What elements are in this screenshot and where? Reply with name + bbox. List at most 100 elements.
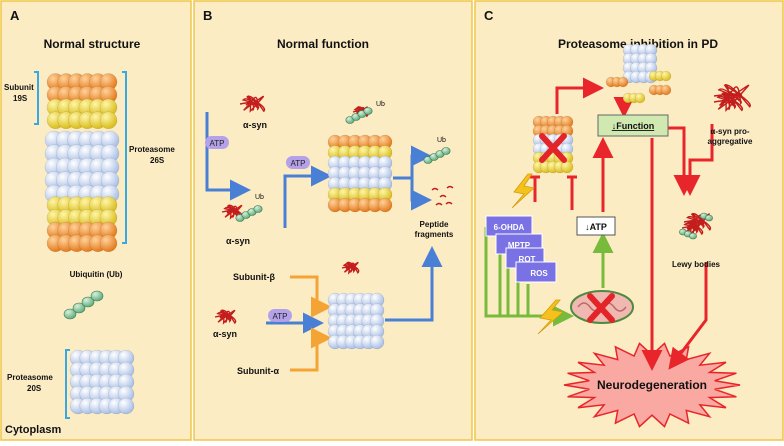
ubiquitin-label: Ubiquitin (Ub) [70,270,123,279]
proteasome-26s-label-2: 26S [150,156,165,165]
proteasome-ring [46,73,118,91]
orange-arrow-beta [290,275,332,318]
proteasome-ring [327,155,393,171]
atp-decrease-label: ↓ATP [585,222,607,232]
ub-top-label: Ub [376,101,385,108]
broken-ring [605,76,629,88]
peptide-fragments-icon [431,185,454,206]
proteasome-ring [69,373,135,391]
ubiquitin-bead-chain [700,212,713,222]
panel-b-title: Normal function [277,37,369,51]
asyn-aggregate-2 [713,92,744,112]
panel-b-letter: B [203,8,212,23]
red-arrow-function-to-lewy [662,126,695,196]
asyn-aggregate-1 [713,83,751,109]
lightning-bolt-icon [511,173,535,209]
proteasome-ring [69,397,135,415]
proteasome-ring [46,221,118,240]
proteasome-ring [327,134,393,150]
ubiquitin-chains-b [235,107,451,222]
proteasome-20s-label-2: 20S [27,384,42,393]
cytoplasm-label: Cytoplasm [5,424,61,436]
panel-a-letter: A [10,8,20,23]
function-box [597,114,669,137]
proteasome-26s-model [44,73,120,252]
ubiquitin-bead-chain [679,228,697,240]
proteasome-ring [44,171,120,190]
ubiquitin-bead-chain [423,147,451,164]
ubiquitin-bead-chain [63,290,104,320]
proteasome-ring [327,313,385,329]
proteasome-ring [46,86,118,104]
atp-pill-center [286,156,310,169]
ub-mid-label: Ub [255,194,264,201]
proteasome-26s-center [327,134,393,213]
red-arrow-asyn-to-lewy [679,124,714,196]
function-box-label: ↓Function [612,121,655,131]
inhibit-tee-left [530,175,540,202]
proteasome-ring [622,43,658,57]
ubiquitin-chain [63,290,104,320]
proteasome-ring [327,324,385,339]
neurodegeneration-label: Neurodegeneration [597,378,707,392]
ub-right-label: Ub [437,137,446,144]
panel-c-title: Proteasome inhibition in PD [558,37,718,51]
atp-decrease-box [576,216,616,236]
x-mark-mitochondrion [587,293,615,323]
proteasome-ring [46,111,118,129]
lightning-bolt-icon-2 [537,299,564,335]
red-arrow-to-broken [555,77,604,114]
x-mark-proteasome [539,133,567,163]
toxin-ros-label: ROS [530,269,548,278]
atp-pill-bottom-label: ATP [273,312,288,321]
proteasome-ring [532,160,574,174]
atp-pill-left-label: ATP [210,139,225,148]
proteasome-ring [327,197,393,213]
toxin-stack: 6-OHDA MPTP ROT ROS [485,215,557,283]
blue-arrow-peptide [410,178,432,211]
subunit-19s-label-2: 19S [13,94,28,103]
atp-pill-left [205,136,229,149]
proteasome-ring [327,303,385,318]
proteasome-26s-label-1: Proteasome [129,145,175,154]
fragmented-proteasome [605,43,672,104]
lewy-tangle-2 [681,220,704,236]
proteasome-20s-label-1: Proteasome [7,373,53,382]
proteasome-ring [327,187,393,202]
broken-ring [622,92,646,104]
proteasome-ring [46,98,118,117]
atp-pill-center-label: ATP [291,159,306,168]
proteasome-ring [327,334,385,350]
panel-c-letter: C [484,8,494,23]
proteasome-ring [327,176,393,192]
asyn-bottom-label: α-syn [213,329,237,339]
subunit-beta-label: Subunit-β [233,272,275,282]
toxin-rot-label: ROT [519,255,536,264]
proteasome-ring [622,52,658,66]
asyn-pro-label-2: aggregative [708,137,753,146]
asyn-tangle-top [239,95,266,113]
lewy-body-icon [679,212,713,240]
alpha-syn-tangles [214,95,369,325]
proteasome-26s-bracket [122,71,127,244]
asyn-tangle-entering [341,261,360,275]
toxin-mptp-label: MPTP [508,241,531,250]
inhibit-tee-right [567,175,577,210]
ubiquitin-bead-chain [235,205,263,222]
peptide-label-2: fragments [415,230,454,239]
proteasome-ring [327,145,393,160]
asyn-mid-label: α-syn [226,236,250,246]
proteasome-ring [44,130,120,150]
proteasome-ring [44,144,120,163]
asyn-tangle-bottom [214,309,237,325]
proteasome-ring [46,234,118,252]
proteasome-20s-bracket [65,349,70,419]
subunit-alpha-label: Subunit-α [237,366,279,376]
red-arrow-lewy-to-neuro [668,262,708,370]
lewy-tangle-1 [683,212,712,232]
blue-arrow-bottom [385,246,443,322]
subunit-19s-label-1: Subunit [4,83,34,92]
asyn-top-label: α-syn [243,120,267,130]
